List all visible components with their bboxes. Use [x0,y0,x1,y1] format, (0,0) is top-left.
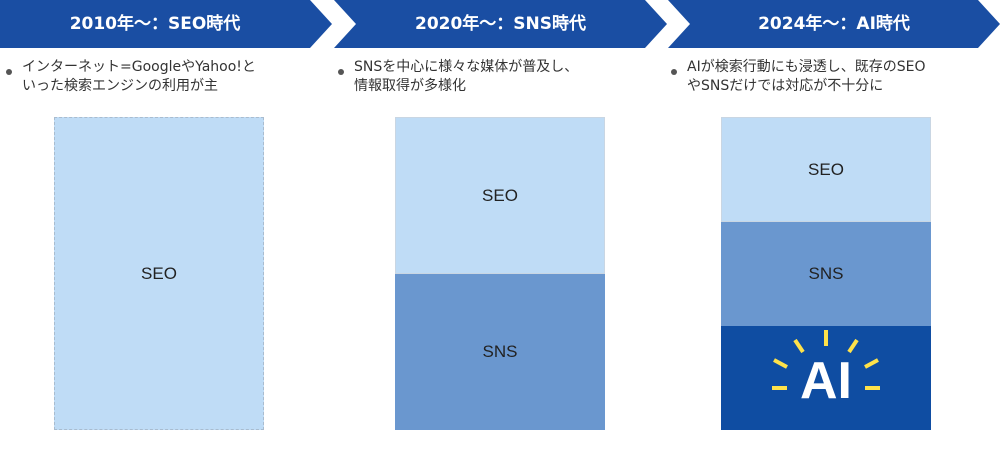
bullet-dot-icon [671,69,677,75]
era-1-header-label: 2010年～：SEO時代 [69,14,241,34]
bullet-dot-icon [338,69,344,75]
era-1-seo-label: SEO [141,263,177,283]
era-1-header: 2010年～：SEO時代 [0,0,332,48]
era-2-description-line1: SNSを中心に様々な媒体が普及し、 [354,59,579,75]
era-3-seo-label: SEO [808,159,844,179]
era-3-sns-block: SNS [721,222,931,326]
era-2-header-label: 2020年～：SNS時代 [414,14,587,34]
era-1-description-line2: いった検索エンジンの利用が主 [22,78,218,94]
era-2-description-line2: 情報取得が多様化 [354,78,466,94]
sparkle-rays-icon [772,330,880,390]
era-3-ai-block: AI [721,326,931,430]
bullet-dot-icon [6,69,12,75]
era-3-description-line1: AIが検索行動にも浸透し、既存のSEO [687,59,926,75]
chevron-arrow-icon [334,0,667,48]
era-1-description-line1: インターネット=GoogleやYahoo!と [22,59,256,75]
era-3-header: 2024年～：AI時代 [668,0,1000,48]
chevron-arrow-icon [668,0,1000,48]
era-3-sns-label: SNS [808,264,844,283]
era-2-sns-label: SNS [482,342,518,361]
era-2-seo-label: SEO [482,185,518,205]
era-1-seo-block: SEO [54,117,264,430]
era-3-header-label: 2024年～：AI時代 [758,14,910,34]
era-2-header: 2020年～：SNS時代 [334,0,667,48]
era-2-seo-block: SEO [395,117,605,274]
era-3-seo-block: SEO [721,117,931,222]
chevron-arrow-icon [0,0,332,48]
era-3-description-line2: やSNSだけでは対応が不十分に [687,78,884,94]
era-3-ai-label: AI [800,352,852,410]
era-2-sns-block: SNS [395,274,605,430]
